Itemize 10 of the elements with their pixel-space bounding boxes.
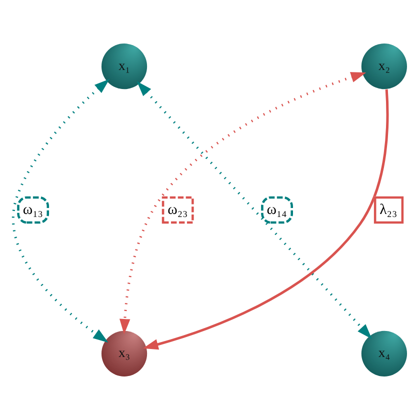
arrow bbox=[142, 89, 389, 350]
edge-label: ω₁₃ bbox=[22, 202, 43, 218]
edge-label: ω₁₄ bbox=[266, 202, 287, 218]
node-circle: x₄ bbox=[361, 330, 407, 376]
edge-label: ω₂₃ bbox=[168, 202, 188, 218]
edge-label: λ₂₃ bbox=[380, 202, 398, 218]
node-circle: x₁ bbox=[101, 44, 148, 90]
node-circle: x₃ bbox=[101, 330, 148, 376]
arrow bbox=[12, 78, 110, 343]
node-circle: x₂ bbox=[361, 44, 407, 90]
